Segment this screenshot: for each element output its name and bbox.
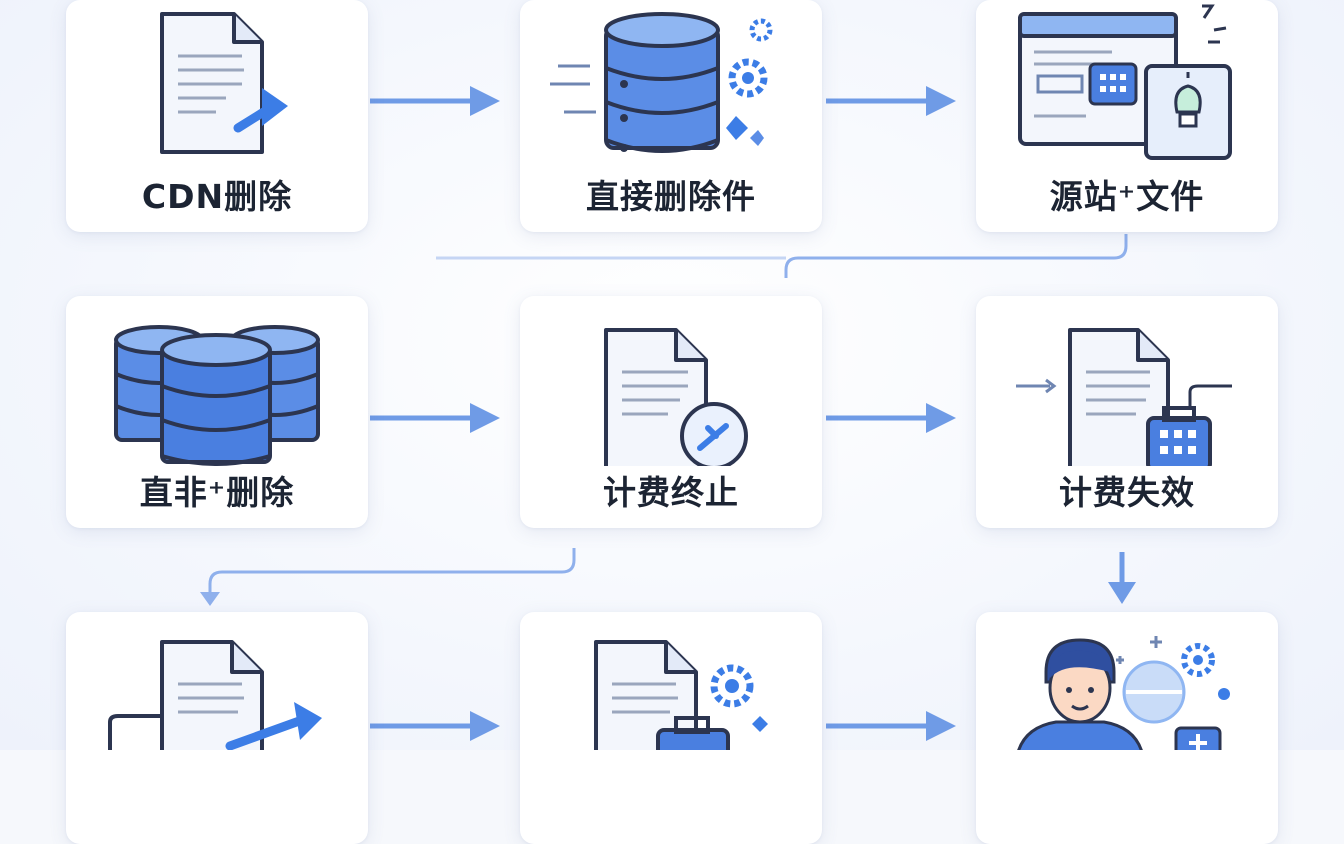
step-card-row3-3[interactable] <box>976 612 1278 844</box>
step-card-direct-delete[interactable]: 直接删除件 <box>520 0 822 232</box>
document-arrow-icon <box>160 12 288 154</box>
database-stack-icon <box>114 325 320 466</box>
document-check-icon <box>604 328 748 466</box>
browser-window-icon <box>1018 4 1232 160</box>
step-card-billing-invalid[interactable]: 计费失效 <box>976 296 1278 528</box>
step-card-cdn-delete[interactable]: CDN删除 <box>66 0 368 232</box>
step-card-nondirect-delete[interactable]: 直非⁺删除 <box>66 296 368 528</box>
document-arrow-up-icon <box>108 640 322 750</box>
step-label: CDN删除 <box>141 177 293 216</box>
step-label: 计费终止 <box>603 473 739 512</box>
step-card-origin-file[interactable]: 源站⁺文件 <box>976 0 1278 232</box>
step-card-row3-1[interactable] <box>66 612 368 844</box>
step-card-billing-stop[interactable]: 计费终止 <box>520 296 822 528</box>
user-support-icon <box>1017 636 1230 750</box>
step-label: 直接删除件 <box>586 177 756 216</box>
document-briefcase-icon <box>1016 328 1232 466</box>
step-label: 源站⁺文件 <box>1049 177 1205 216</box>
database-gear-icon <box>550 12 773 153</box>
step-label: 直非⁺删除 <box>139 473 295 512</box>
document-briefcase-gear-icon <box>594 640 768 750</box>
step-card-row3-2[interactable] <box>520 612 822 844</box>
step-label: 计费失效 <box>1059 473 1195 512</box>
